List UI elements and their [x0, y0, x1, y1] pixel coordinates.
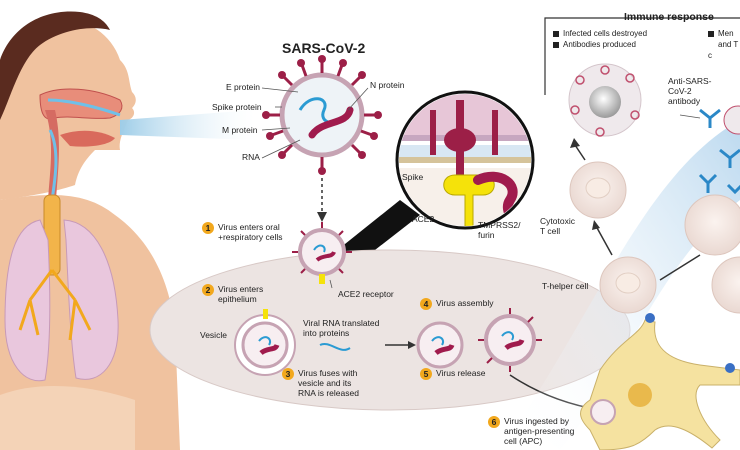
label-ace2-receptor: ACE2 receptor	[338, 289, 394, 299]
virion-attaching	[292, 222, 352, 284]
immune-legend-left: Infected cells destroyed Antibodies prod…	[553, 28, 647, 50]
immune-bracket	[544, 17, 700, 95]
legend-item: Infected cells destroyed	[553, 28, 647, 39]
abdomen	[0, 385, 135, 450]
step-number: 5	[420, 368, 432, 380]
label-rna: RNA	[242, 152, 260, 162]
step-6: 6 Virus ingested by antigen-presenting c…	[488, 416, 574, 446]
step-number: 6	[488, 416, 500, 428]
label-vesicle: Vesicle	[200, 330, 227, 340]
step-text: Virus ingested by antigen-presenting cel…	[504, 416, 575, 446]
step-text: Virus enters oral +respiratory cells	[218, 222, 283, 242]
step-number: 4	[420, 298, 432, 310]
breath-stream	[120, 110, 255, 140]
immune-title: Immune response	[624, 11, 714, 23]
destroyed-cell	[568, 63, 642, 137]
virion-vesicle	[234, 309, 296, 376]
label-n-protein: N protein	[370, 80, 405, 90]
sars-cov-2-virion	[262, 55, 382, 175]
step-number: 2	[202, 284, 214, 296]
label-spike: Spike	[402, 172, 424, 182]
left-lung	[4, 219, 51, 382]
step-5: 5 Virus release	[420, 368, 485, 380]
step-text: Virus release	[436, 368, 486, 378]
apc-cell	[580, 313, 740, 450]
air-path-throat	[48, 129, 58, 201]
leader-lines	[261, 87, 701, 289]
b-cell	[711, 256, 740, 314]
step-text: Virus enters epithelium	[218, 284, 264, 304]
step-4: 4 Virus assembly	[420, 298, 493, 310]
label-antibody: Anti-SARS- CoV-2 antibody	[668, 76, 712, 106]
label-cytotoxic-t-cell: Cytotoxic T cell	[540, 216, 575, 236]
step-number: 1	[202, 222, 214, 234]
legend-item: Antibodies produced	[553, 39, 647, 50]
step-number: 3	[282, 368, 294, 380]
hair	[0, 11, 110, 120]
bronchi	[18, 269, 92, 341]
step-1: 1 Virus enters oral +respiratory cells	[202, 222, 282, 242]
label-m-protein: M protein	[222, 125, 258, 135]
step-2: 2 Virus enters epithelium	[202, 284, 263, 304]
virion-assembly	[416, 321, 464, 369]
oral-cavity	[60, 130, 115, 147]
legend-item: and T c	[708, 40, 739, 60]
label-ace2: ACE2	[412, 214, 435, 224]
label-t-helper-cell: T-helper cell	[542, 281, 589, 291]
memory-cell	[684, 194, 740, 256]
label-viral-rna: Viral RNA translated into proteins	[303, 318, 380, 338]
legend-item: Men	[708, 28, 740, 39]
step-text: Virus assembly	[436, 298, 494, 308]
human-figure	[0, 11, 180, 450]
virus-title: SARS-CoV-2	[282, 40, 366, 56]
virion-release	[478, 308, 542, 372]
right-lung	[63, 219, 119, 380]
step-3: 3 Virus fuses with vesicle and its RNA i…	[282, 368, 359, 398]
label-tmprss2: TMPRSS2/ furin	[478, 220, 521, 240]
released-rna	[319, 342, 351, 351]
step-text: Virus fuses with vesicle and its RNA is …	[298, 368, 359, 398]
label-spike-protein: Spike protein	[212, 102, 262, 112]
arrow-to-cytotoxic	[595, 225, 613, 256]
immune-legend-right: Men and T c	[708, 28, 740, 61]
label-e-protein: E protein	[226, 82, 261, 92]
air-path-nose	[47, 98, 121, 117]
